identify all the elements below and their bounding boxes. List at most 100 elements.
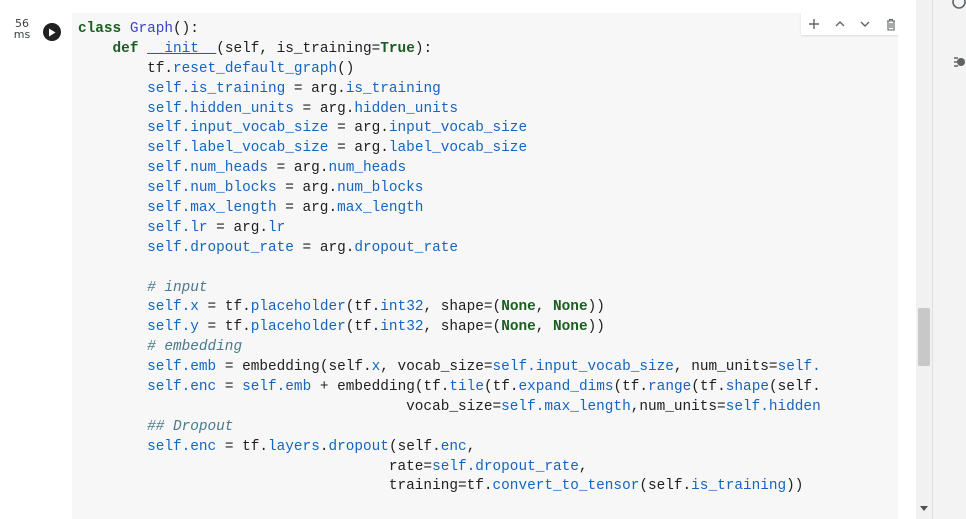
code-token: Graph bbox=[129, 21, 174, 37]
code-token: . bbox=[319, 438, 329, 455]
code-token: reset_default_graph bbox=[173, 60, 338, 77]
move-up-button[interactable] bbox=[830, 14, 850, 34]
code-token: (self. bbox=[768, 379, 821, 396]
delete-cell-button[interactable] bbox=[881, 14, 898, 34]
code-token: )) bbox=[587, 299, 605, 316]
code-token: # input bbox=[78, 279, 208, 296]
code-editor[interactable]: class Graph(): def __init__(self, is_tra… bbox=[78, 20, 898, 519]
play-icon bbox=[49, 28, 56, 36]
code-line: class Graph(): bbox=[78, 20, 898, 40]
code-token: num_blocks bbox=[337, 180, 424, 197]
move-down-button[interactable] bbox=[855, 14, 875, 34]
cell-toolbar bbox=[801, 13, 898, 35]
code-line: # input bbox=[78, 279, 898, 299]
code-token: emb bbox=[190, 359, 217, 376]
code-token: (self. bbox=[388, 438, 441, 455]
code-token: = bbox=[216, 379, 243, 396]
code-token: is_training bbox=[345, 80, 441, 97]
code-token: , num_units= bbox=[673, 359, 778, 376]
code-token: self. bbox=[78, 319, 191, 336]
scrollbar-track[interactable] bbox=[916, 0, 932, 519]
code-token: self. bbox=[78, 359, 191, 376]
code-token: layers bbox=[268, 438, 320, 455]
code-token: max_length bbox=[544, 398, 631, 415]
code-token: , bbox=[535, 319, 554, 336]
code-line: tf.reset_default_graph() bbox=[78, 60, 898, 80]
code-token: tile bbox=[449, 379, 484, 396]
code-token: num_blocks bbox=[190, 180, 277, 197]
code-line: self.y = tf.placeholder(tf.int32, shape=… bbox=[78, 318, 898, 338]
code-token: self. bbox=[78, 120, 191, 137]
code-token: self. bbox=[78, 219, 191, 236]
code-token: None bbox=[553, 299, 588, 316]
code-token: )) bbox=[786, 478, 804, 495]
code-token: None bbox=[553, 319, 588, 336]
code-token: hidden_units bbox=[354, 100, 458, 117]
code-token: num_heads bbox=[328, 160, 407, 177]
code-token: = arg. bbox=[328, 120, 389, 137]
scrollbar-thumb[interactable] bbox=[918, 308, 930, 366]
code-token: hidden_units bbox=[190, 100, 294, 117]
scroll-down-arrow[interactable] bbox=[919, 504, 929, 514]
code-token: tf. bbox=[78, 60, 173, 77]
code-token: is_training bbox=[190, 80, 286, 97]
code-token: enc bbox=[190, 379, 217, 396]
code-line: rate=self.dropout_rate, bbox=[78, 458, 898, 478]
code-line: self.num_blocks = arg.num_blocks bbox=[78, 179, 898, 199]
code-token: self. bbox=[242, 379, 286, 396]
code-token: = arg. bbox=[276, 200, 338, 217]
code-line: self.emb = embedding(self.x, vocab_size=… bbox=[78, 358, 898, 378]
run-cell-button[interactable] bbox=[43, 23, 61, 41]
code-token: , bbox=[466, 438, 476, 455]
code-token: convert_to_tensor bbox=[492, 478, 640, 495]
code-token: label_vocab_size bbox=[388, 140, 528, 157]
code-token: __init__ bbox=[147, 40, 217, 57]
code-token: = arg. bbox=[285, 80, 346, 97]
code-token: = embedding(self. bbox=[216, 359, 372, 376]
code-token: (self, is_training= bbox=[216, 40, 381, 57]
code-token: self. bbox=[78, 100, 191, 117]
code-token: = tf. bbox=[198, 319, 251, 336]
code-token: vocab_size= bbox=[78, 398, 502, 415]
settings-icon[interactable] bbox=[952, 54, 966, 68]
code-token: = tf. bbox=[216, 438, 269, 455]
code-token: shape bbox=[725, 379, 769, 396]
code-line: self.hidden_units = arg.hidden_units bbox=[78, 100, 898, 120]
code-token: + embedding(tf. bbox=[311, 379, 450, 396]
comment-icon[interactable] bbox=[952, 0, 966, 9]
code-cell[interactable] bbox=[72, 13, 898, 519]
code-token: True bbox=[380, 40, 415, 57]
code-token: rate= bbox=[78, 458, 433, 475]
code-token: = arg. bbox=[207, 219, 268, 236]
code-token: self. bbox=[501, 398, 545, 415]
code-token: self. bbox=[78, 80, 191, 97]
code-token: ## Dropout bbox=[78, 418, 234, 435]
code-token: (tf. bbox=[345, 299, 381, 316]
code-token: = tf. bbox=[198, 299, 251, 316]
code-token: = arg. bbox=[328, 140, 389, 157]
code-token: max_length bbox=[337, 200, 424, 217]
code-line: ​ bbox=[78, 259, 898, 279]
code-token: ,num_units= bbox=[630, 398, 726, 415]
code-token: = arg. bbox=[293, 100, 355, 117]
code-token: dropout_rate bbox=[190, 239, 294, 256]
code-token: int32 bbox=[380, 319, 424, 336]
code-token: training=tf. bbox=[78, 478, 493, 495]
code-token: enc bbox=[440, 438, 467, 455]
code-line: self.enc = self.emb + embedding(tf.tile(… bbox=[78, 378, 898, 398]
code-token: lr bbox=[268, 219, 286, 236]
code-token: dropout_rate bbox=[475, 458, 579, 475]
code-token: self. bbox=[78, 200, 191, 217]
add-cell-button[interactable] bbox=[804, 14, 824, 34]
code-token: (): bbox=[173, 21, 199, 37]
code-token: , bbox=[578, 458, 588, 475]
code-token: self. bbox=[432, 458, 476, 475]
code-token: label_vocab_size bbox=[190, 140, 329, 157]
code-line: self.input_vocab_size = arg.input_vocab_… bbox=[78, 119, 898, 139]
execution-time-unit: ms bbox=[13, 28, 31, 41]
code-token: self. bbox=[492, 359, 536, 376]
code-token: self. bbox=[777, 359, 821, 376]
code-token: emb bbox=[285, 379, 312, 396]
cell-gutter bbox=[0, 0, 72, 519]
code-token: (self. bbox=[639, 478, 692, 495]
